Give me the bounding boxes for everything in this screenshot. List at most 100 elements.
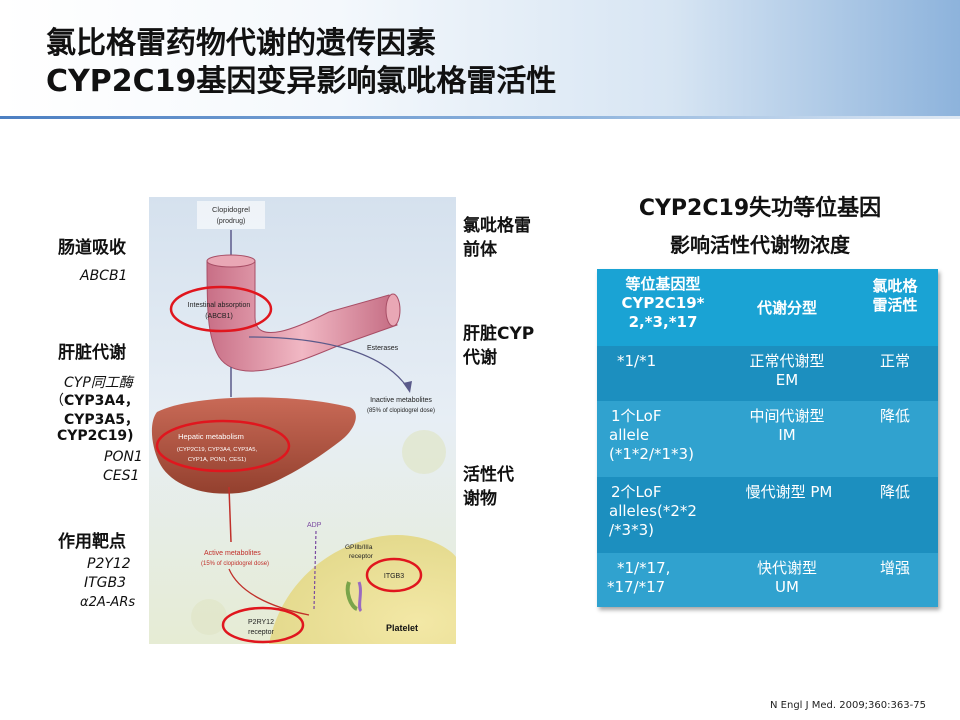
gp-receptor-shape [345,581,359,611]
label-absorption: 肠道吸收 [58,238,126,258]
table-row: 2个LoF alleles(*2*2 /*3*3) 慢代谢型 PM 降低 [597,477,938,553]
cell-metabolizer-line: 中间代谢型 [749,407,825,425]
cell-genotype-line: (*1*2/*1*3) [609,445,694,463]
platelet-label: Platelet [386,623,418,633]
highlight-circle-p2ry12 [221,606,305,644]
label-liver: 肝脏代谢 [58,343,126,363]
cell-metabolizer-line: 正常代谢型 [749,352,825,370]
citation: N Engl J Med. 2009;360:363-75 [770,700,926,711]
clopidogrel-box [197,201,265,229]
gene-a2a-ars: α2A-ARs [80,595,136,610]
table-title-line1: CYP2C19失功等位基因 [638,196,882,221]
cell-metabolizer-line: EM [775,371,799,389]
metabolism-illustration: Clopidogrel (prodrug) Intestinal absorpt… [149,197,456,644]
cell-genotype-line: alleles(*2*2 [609,502,697,520]
cell-metabolizer-line: 慢代谢型 PM [745,483,833,501]
header-activity-line1: 氯吡格 [872,277,918,295]
cell-activity: 降低 [879,483,910,501]
esterases-label: Esterases [367,345,399,352]
label-liver-cyp-line1: 肝脏CYP [463,324,535,344]
inactive-pct-label: (85% of clopidogrel dose) [367,408,435,414]
table-row: *1/*1 正常代谢型 EM 正常 [597,346,938,401]
highlight-circle-itgb3 [365,557,423,593]
cell-metabolizer: 慢代谢型 PM [721,483,857,502]
header-activity: 氯吡格 雷活性 [859,277,931,315]
active-label: Active metabolites [204,550,261,557]
cell-metabolizer: 快代谢型 UM [727,559,847,597]
flow-arrow-active [228,486,232,543]
gene-itgb3: ITGB3 [84,575,127,591]
cell-genotype-line: *17/*17 [607,578,666,596]
gene-pon1: PON1 [104,449,143,465]
slide-title-line1: 氯比格雷药物代谢的遗传因素 [46,26,436,61]
gp-label-line2: receptor [349,553,374,560]
cell-activity: 降低 [879,407,910,425]
cell-genotype-line: /*3*3) [609,521,654,539]
cell-metabolizer-line: UM [775,578,799,596]
highlight-circle-liver [155,419,291,473]
flow-arrow-active [228,568,310,616]
cell-metabolizer: 中间代谢型 IM [727,407,847,445]
header-genotype-line1: 等位基因型 [625,275,701,293]
p2ry12-label: P2RY12 [248,619,274,626]
cell-metabolizer-line: 快代谢型 [756,559,817,577]
intestine-end [385,293,401,327]
genotype-table: 等位基因型 CYP2C19* 2,*3,*17 代谢分型 氯吡格 雷活性 *1/… [597,269,938,607]
header-metabolizer: 代谢分型 [756,299,817,317]
cell-genotype: *1/*1 [617,352,656,371]
gene-cyp2c19: CYP2C19) [57,428,134,444]
cell-genotype: 2个LoF alleles(*2*2 /*3*3) [609,483,697,540]
gene-abcb1: ABCB1 [80,268,128,284]
header-activity-line2: 雷活性 [872,296,918,314]
cell-metabolizer-line: IM [778,426,796,444]
gp-label-line1: GPIIb/IIIa [345,544,373,551]
intestinal-gene-label: (ABCB1) [205,313,233,320]
intestine-opening [206,254,256,268]
gene-open-paren: （ [50,393,64,409]
table-row: *1/*17, *17/*17 快代谢型 UM 增强 [597,553,938,607]
gene-ces1: CES1 [103,468,140,484]
itgb3-label: ITGB3 [384,573,404,580]
cell-genotype-line: 2个LoF [611,483,662,501]
arrow-head [403,381,412,393]
cell-metabolizer: 正常代谢型 EM [727,352,847,390]
active-pct-label: (15% of clopidogrel dose) [201,561,269,567]
gene-cyp-list: （CYP3A4， [50,390,139,410]
cell-activity: 增强 [879,559,910,577]
p2ry12-receptor-label: receptor [248,629,274,636]
cell-activity: 正常 [879,352,910,370]
platelet-bubble [191,599,227,635]
label-active: 活性代 谢物 [463,463,514,511]
label-precursor-line2: 前体 [463,240,497,260]
platelet-bubble [402,430,446,474]
gene-p2y12: P2Y12 [87,556,131,572]
header-genotype: 等位基因型 CYP2C19* 2,*3,*17 [603,275,723,332]
header-genotype-line3: 2,*3,*17 [628,313,698,331]
header-genotype-line2: CYP2C19* [621,294,705,312]
slide-title-line2: CYP2C19基因变异影响氯吡格雷活性 [46,64,557,99]
adp-label: ADP [307,522,322,529]
clopidogrel-label: Clopidogrel [212,205,250,214]
cell-genotype-line: *1/*17, [617,559,671,577]
intestinal-label: Intestinal absorption [188,302,251,309]
title-rule [0,116,960,119]
label-precursor: 氯吡格雷 前体 [463,214,531,262]
cell-genotype-line: 1个LoF [611,407,662,425]
gene-cyp-isozymes: CYP同工酶 [64,372,133,392]
inactive-label: Inactive metabolites [370,397,432,404]
table-header-row: 等位基因型 CYP2C19* 2,*3,*17 代谢分型 氯吡格 雷活性 [597,269,938,346]
cell-genotype: *1/*17, *17/*17 [607,559,670,597]
hepatic-genes-line1: (CYP2C19, CYP3A4, CYP3A5, [177,447,258,453]
hepatic-genes-line2: CYP1A, PON1, CES1) [188,457,246,463]
cell-genotype-line: *1/*1 [617,352,657,370]
adp-arrow [313,530,317,610]
gene-cyp-prefix: CYP同工酶 [64,375,133,391]
label-active-line2: 谢物 [463,489,497,509]
label-precursor-line1: 氯吡格雷 [463,216,531,236]
cell-genotype-line: allele [609,426,650,444]
table-title-line2: 影响活性代谢物浓度 [670,233,850,257]
label-target: 作用靶点 [58,532,126,552]
highlight-circle-absorption [169,285,273,333]
gene-cyp3a5: CYP3A5， [64,412,139,428]
esterase-arrow [248,336,408,388]
